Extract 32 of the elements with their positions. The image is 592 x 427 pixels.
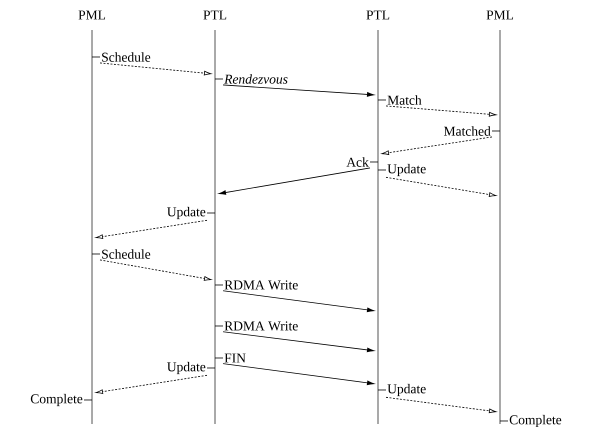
message-label: RDMA Write: [224, 321, 298, 331]
message-arrow: [218, 168, 370, 195]
message-label: FIN: [224, 354, 246, 362]
message-arrow: [222, 84, 374, 97]
status-label: Complete: [510, 414, 562, 427]
lifeline-header: PTL: [203, 10, 226, 20]
message-arrow: [386, 106, 496, 117]
message-arrow: [96, 374, 208, 394]
message-arrow: [100, 260, 212, 281]
message-label: Update: [167, 206, 206, 220]
message-label: Ack: [346, 157, 369, 167]
message-arrow: [386, 176, 496, 197]
message-label: Schedule: [102, 249, 150, 259]
message-arrow: [222, 331, 374, 352]
lifeline-header: PTL: [366, 10, 390, 20]
message-label: Update: [387, 164, 426, 176]
message-arrow: [100, 62, 212, 76]
lifeline-header: PML: [486, 10, 514, 20]
message-label: RDMA Write: [224, 280, 298, 290]
message-arrow: [222, 363, 374, 386]
message-label: Match: [388, 95, 422, 105]
message-arrow: [222, 290, 374, 312]
message-label: Update: [167, 362, 206, 374]
message-label: Update: [387, 384, 426, 396]
lifeline-header: PML: [78, 10, 106, 20]
message-arrow: [96, 220, 208, 239]
message-label: Rendezvous: [224, 74, 288, 84]
message-arrow: [382, 136, 492, 155]
message-arrow: [386, 396, 496, 414]
message-label: Schedule: [102, 52, 150, 62]
status-label: Complete: [30, 394, 82, 406]
message-label: Matched: [444, 126, 491, 136]
